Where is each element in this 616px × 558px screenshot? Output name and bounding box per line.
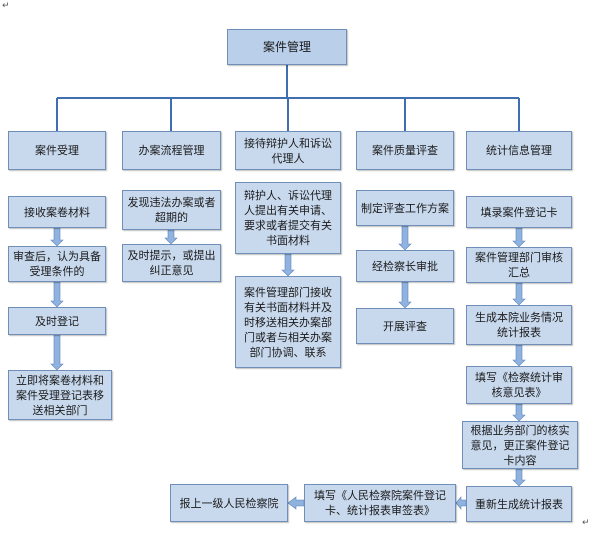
flow-arrow <box>398 225 412 251</box>
step-report-superior: 报上一级人民检察院 <box>170 484 288 522</box>
step-audit-summary: 案件管理部门审核汇总 <box>466 247 572 283</box>
step-generate-report: 生成本院业务情况统计报表 <box>466 305 572 345</box>
root-case-management: 案件管理 <box>227 29 347 65</box>
head-quality-review: 案件质量评查 <box>356 131 454 170</box>
step-detect-violation: 发现违法办案或者超期的 <box>122 190 221 230</box>
flow-arrow <box>50 227 64 247</box>
step-transfer-coordinate: 案件管理部门接收有关书面材料并及时移送相关办案部门或者与相关办案部门协调、联系 <box>235 276 341 368</box>
step-conduct-review: 开展评查 <box>356 308 454 344</box>
flow-arrow <box>50 334 64 371</box>
flow-arrow <box>455 496 467 510</box>
flow-arrow <box>164 229 178 245</box>
flow-arrow <box>50 281 64 308</box>
head-case-acceptance: 案件受理 <box>8 131 106 170</box>
flow-arrow <box>512 344 526 367</box>
flow-arrow <box>287 496 305 510</box>
step-fill-registration-card: 填录案件登记卡 <box>466 196 572 228</box>
step-defender-application: 辩护人、诉讼代理人提出有关申请、要求或者提交有关书面材料 <box>235 182 341 254</box>
step-correct-card: 根据业务部门的核实意见，更正案件登记卡内容 <box>462 421 578 469</box>
flow-arrow <box>512 468 526 487</box>
head-defender-reception: 接待辩护人和诉讼代理人 <box>235 131 341 170</box>
step-receive-materials: 接收案卷材料 <box>8 196 106 228</box>
step-transfer-materials: 立即将案卷材料和案件受理登记表移送相关部门 <box>8 370 112 420</box>
head-process-management: 办案流程管理 <box>122 131 221 170</box>
step-register: 及时登记 <box>8 307 106 335</box>
paragraph-mark: ↵ <box>2 1 10 11</box>
step-fill-audit-form: 填写《检察统计审核意见表》 <box>466 366 572 404</box>
paragraph-mark: ↵ <box>582 518 590 528</box>
flow-arrow <box>512 227 526 248</box>
step-prompt-correction: 及时提示，或提出纠正意见 <box>122 244 221 282</box>
flow-arrow <box>512 403 526 422</box>
step-review-plan: 制定评查工作方案 <box>356 190 454 226</box>
step-review-conditions: 审查后，认为具备受理条件的 <box>8 246 106 282</box>
head-statistics-management: 统计信息管理 <box>466 131 572 170</box>
step-chief-approval: 经检察长审批 <box>356 250 454 282</box>
flow-arrow <box>512 282 526 306</box>
flow-arrow <box>281 253 295 277</box>
step-fill-signoff-form: 填写《人民检察院案件登记卡、统计报表审签表》 <box>304 484 456 522</box>
flow-arrow <box>398 281 412 309</box>
step-regenerate-report: 重新生成统计报表 <box>466 486 572 522</box>
